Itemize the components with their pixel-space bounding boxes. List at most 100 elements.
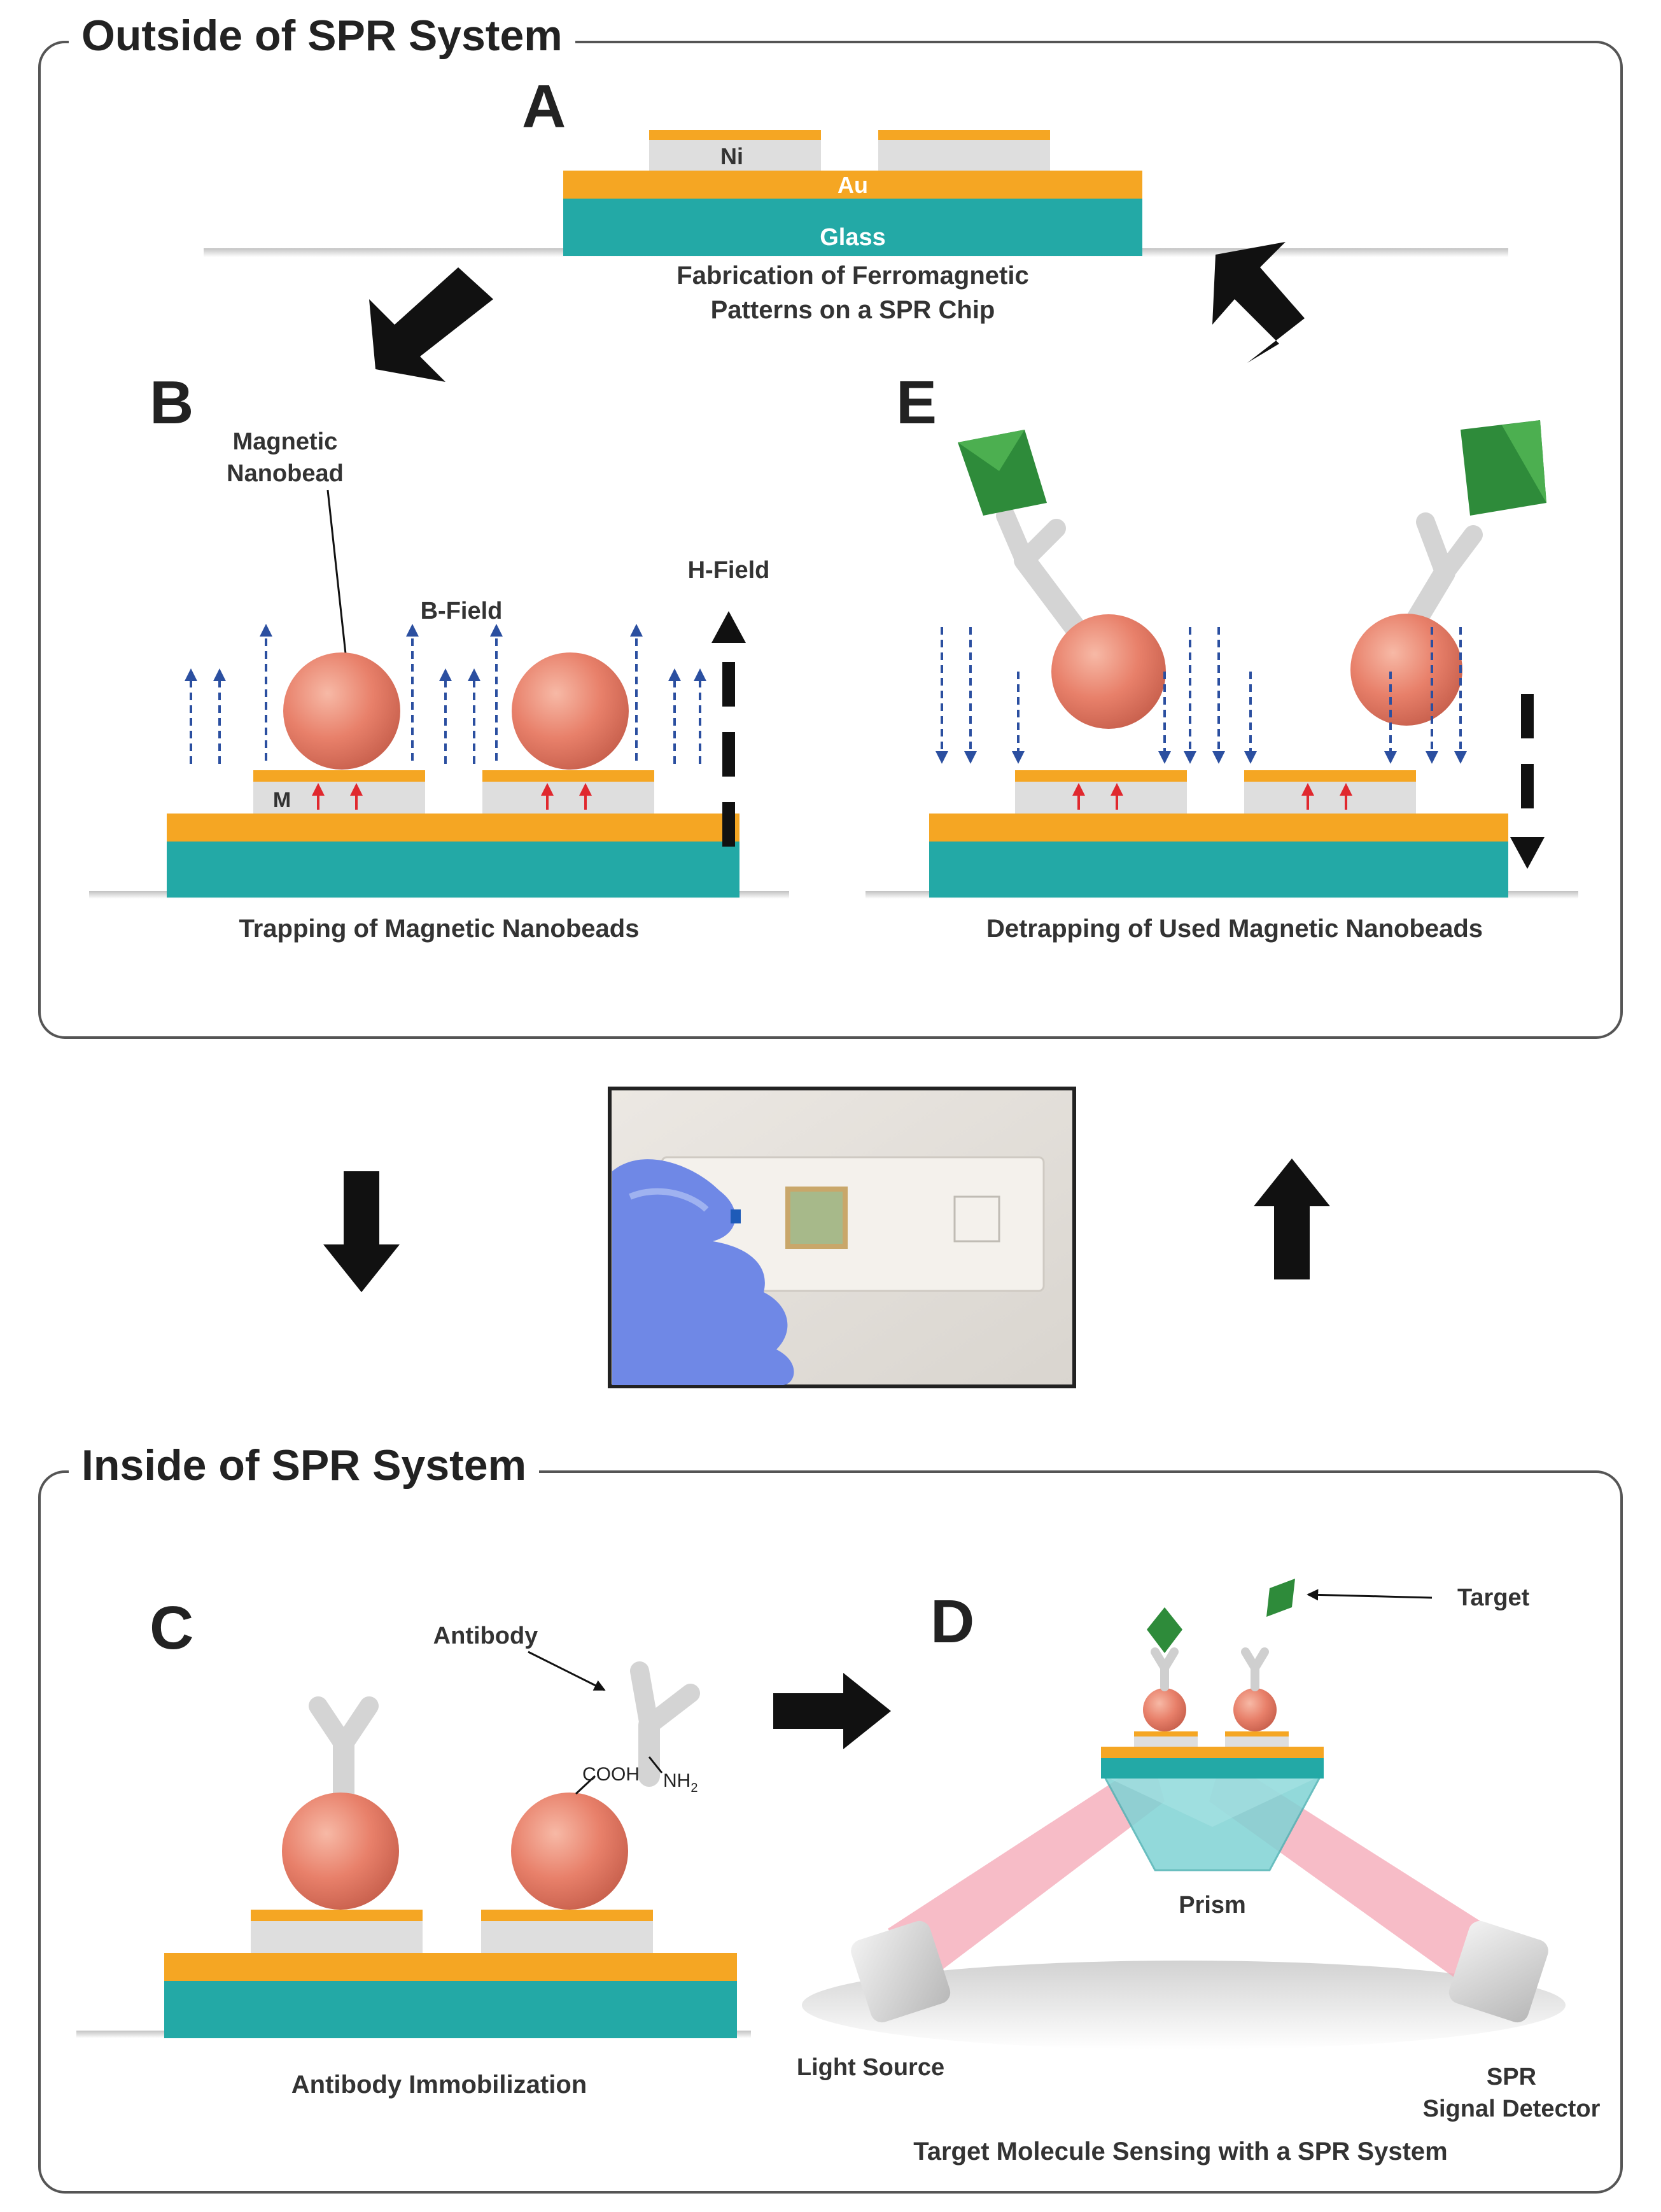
arrow-down [323, 1171, 400, 1292]
gold-layer [164, 1953, 737, 1981]
magnetic-nanobead [1350, 614, 1462, 726]
panel-e: E [866, 369, 1578, 943]
glass-layer [563, 199, 1142, 256]
panel-c-caption: Antibody Immobilization [291, 2071, 587, 2099]
sensor-magnet-left-cap [1134, 1731, 1198, 1736]
magnet-left [251, 1920, 423, 1953]
magnetic-nanobead [1051, 614, 1166, 729]
prism-label: Prism [1179, 1892, 1246, 1919]
outside-frame [38, 41, 1623, 1039]
panel-b-caption: Trapping of Magnetic Nanobeads [239, 915, 640, 943]
nanobead-pointer [326, 490, 352, 666]
free-target [1266, 1579, 1295, 1617]
target-facet [1502, 420, 1546, 503]
magnet-left-cap [1015, 770, 1187, 782]
nickel-pattern-right [878, 139, 1050, 171]
b-field-label: B-Field [421, 598, 503, 624]
gold-cap-right [878, 130, 1050, 140]
sensor-magnet-left [1134, 1735, 1198, 1747]
magnet-right-cap [481, 1910, 653, 1921]
panel-a-caption-1: Fabrication of Ferromagnetic [676, 262, 1028, 290]
panel-a: A Ni Au Glass Fabrication of Ferromagnet… [204, 73, 1508, 324]
chip-photo [608, 1087, 1076, 1388]
nh2-text: NH [663, 1770, 690, 1791]
floor-shadow [802, 1961, 1566, 2050]
cooh-pointer [575, 1775, 596, 1795]
slide-well [953, 1195, 1000, 1243]
antibody-label: Antibody [433, 1623, 538, 1649]
magnet-label: M [273, 788, 291, 812]
panel-d-caption: Target Molecule Sensing with a SPR Syste… [913, 2138, 1447, 2166]
arrow-up [1254, 1159, 1330, 1279]
magnet-right-cap [482, 770, 654, 782]
nanobead-label-1: Magnetic [233, 428, 338, 455]
nanobead-label-2: Nanobead [227, 460, 344, 487]
antibody-left [996, 506, 1093, 647]
magnet-left-cap [253, 770, 425, 782]
panel-a-caption-2: Patterns on a SPR Chip [711, 296, 995, 324]
panel-c-letter: C [150, 1594, 193, 1662]
antibody-pointer [528, 1651, 606, 1691]
magnet-left [1015, 780, 1187, 814]
glass-layer [167, 842, 739, 898]
light-beam-in [888, 1757, 1165, 1980]
magnet-right [1244, 780, 1416, 814]
panel-b-letter: B [150, 369, 193, 437]
glass-layer [929, 842, 1508, 898]
cooh-label: COOH [582, 1764, 640, 1785]
arrow-c-to-d [773, 1673, 891, 1749]
magnetic-nanobead [512, 652, 629, 770]
inside-frame [38, 1470, 1623, 2194]
immobilized-antibody [309, 1696, 379, 1806]
magnet-right [481, 1920, 653, 1953]
chip-window [785, 1187, 848, 1249]
gold-layer [929, 814, 1508, 842]
target-pointer [1307, 1589, 1433, 1601]
magnet-left [253, 780, 425, 814]
magnetization-arrows [1072, 783, 1352, 810]
ni-label: Ni [720, 143, 743, 169]
arrow-e-to-a [1212, 242, 1305, 363]
panel-e-caption: Detrapping of Used Magnetic Nanobeads [986, 915, 1483, 943]
free-antibody [630, 1661, 700, 1787]
panel-d: D Target Prism [797, 1579, 1601, 2166]
detector-label-1: SPR [1487, 2064, 1536, 2090]
h-field-label: H-Field [688, 557, 770, 584]
sensor-glass [1101, 1757, 1324, 1779]
magnetic-nanobead [1233, 1688, 1277, 1731]
magnet-right-cap [1244, 770, 1416, 782]
panel-b: B Magnetic Nanobead B-Field H-Field M [89, 369, 789, 943]
panel-a-letter: A [522, 73, 566, 141]
panel-c: C Antibody COOH [76, 1594, 751, 2099]
panel-e-letter: E [896, 369, 937, 437]
nh2-label: NH2 [663, 1770, 697, 1795]
signal-detector [1448, 1920, 1548, 2023]
gold-layer [167, 814, 739, 842]
magnetic-nanobead [283, 652, 400, 770]
h-field-arrow [711, 611, 746, 847]
magnetic-nanobead [511, 1793, 628, 1910]
h-field-arrow-down [1510, 694, 1545, 869]
arrow-a-to-b [369, 267, 493, 382]
inside-section-title: Inside of SPR System [69, 1440, 540, 1491]
bound-target [1147, 1607, 1182, 1653]
magnetic-nanobead [1143, 1688, 1186, 1731]
glass-layer [164, 1981, 737, 2038]
gold-layer [563, 171, 1142, 199]
detector-label-2: Signal Detector [1423, 2096, 1601, 2122]
nickel-pattern-left [649, 139, 821, 171]
light-source-label: Light Source [797, 2054, 944, 2081]
target-label: Target [1457, 1584, 1530, 1611]
nh2-pointer [648, 1756, 663, 1773]
outside-section-title: Outside of SPR System [69, 10, 575, 61]
b-field-arrows [936, 627, 1467, 764]
au-label: Au [838, 172, 868, 198]
sensor-magnet-right-cap [1225, 1731, 1289, 1736]
gloved-hand [612, 1159, 794, 1385]
nh2-subscript: 2 [690, 1781, 697, 1795]
gold-cap-left [649, 130, 821, 140]
blue-marker [731, 1209, 741, 1223]
magnet-left-cap [251, 1910, 423, 1921]
